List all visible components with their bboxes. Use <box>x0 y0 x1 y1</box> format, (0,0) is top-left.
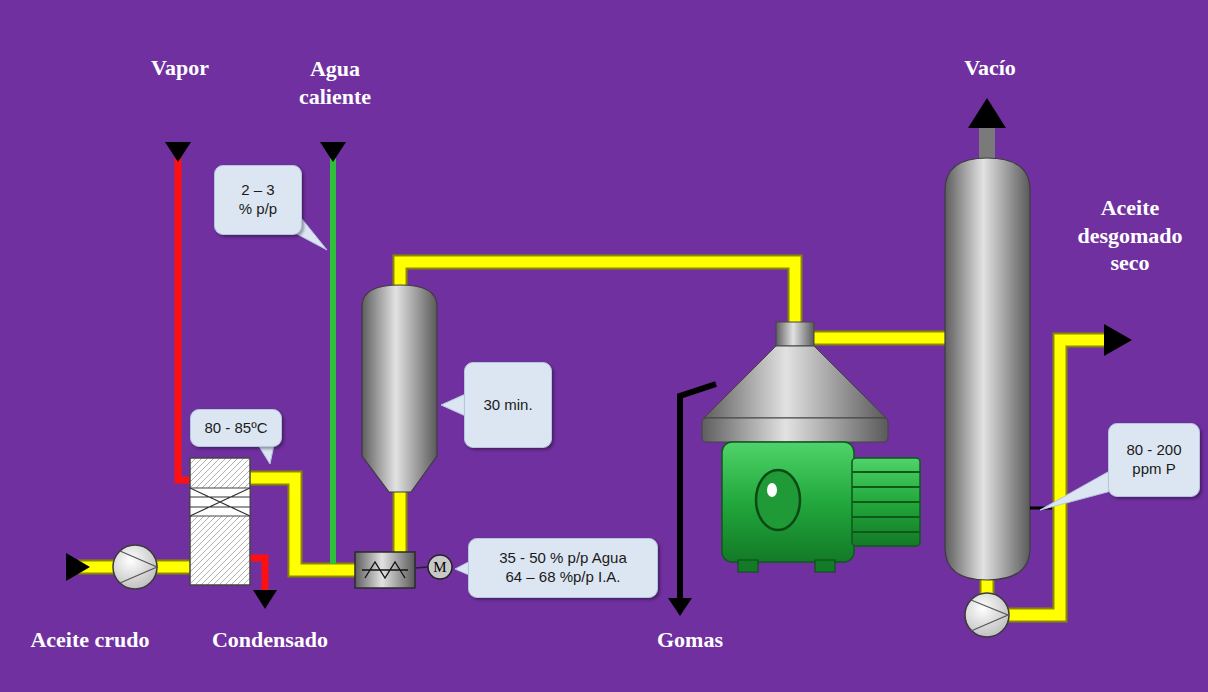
motor-symbol: M <box>427 554 453 580</box>
outlet-arrow <box>1104 324 1132 356</box>
water-arrow <box>320 142 346 162</box>
mixer-tank-pipe <box>395 485 406 552</box>
callout-text: 80 - 85ºC <box>195 419 277 438</box>
stream-label: Aceite desgomado seco <box>1068 194 1193 277</box>
condensate-arrow <box>253 590 277 609</box>
pipe-edge <box>812 331 950 346</box>
motor-window <box>756 470 800 530</box>
callout-text: 35 - 50 % p/p Agua <box>474 549 652 568</box>
motor-shaft <box>415 567 428 568</box>
pump-mark <box>971 600 1008 631</box>
motor-circle <box>428 555 452 579</box>
fin-lines <box>852 472 920 532</box>
pipe-edge <box>400 262 795 326</box>
callout-box: 2 – 3 % p/p <box>214 165 302 235</box>
callout-text: 80 - 200 ppm P <box>1119 441 1189 479</box>
inlet-arrow <box>66 553 90 581</box>
pump-symbol <box>113 545 157 589</box>
vacuum-arrow <box>968 98 1006 128</box>
callout-box: 35 - 50 % p/p Agua64 – 68 %p/p I.A. <box>468 538 658 598</box>
stream-label: Gomas <box>657 626 723 654</box>
static-mixer <box>355 552 415 588</box>
callout-box: 80 - 85ºC <box>190 409 282 447</box>
stream-label: Vacío <box>964 54 1016 82</box>
callout-text: 2 – 3 % p/p <box>235 181 281 219</box>
callout-text: 30 min. <box>472 396 544 415</box>
centrifuge-motor <box>722 442 854 562</box>
heat-exchanger <box>190 458 250 585</box>
exchanger-cross <box>190 488 250 516</box>
window-highlight <box>767 483 777 497</box>
callout-text: 64 – 68 %p/p I.A. <box>474 568 652 587</box>
motor-foot <box>738 560 758 572</box>
vacuum-dryer <box>945 158 1030 580</box>
stream-label: Vapor <box>151 54 209 82</box>
motor-foot <box>815 560 835 572</box>
mixer-symbol <box>362 562 408 578</box>
motor-letter: M <box>427 560 453 575</box>
callout-box: 80 - 200 ppm P <box>1108 423 1200 497</box>
centrifuge-dryer-pipe <box>812 333 950 344</box>
centrifuge-top <box>776 322 814 346</box>
stream-label: Aceite crudo <box>30 626 149 654</box>
stream-label: Condensado <box>212 626 328 654</box>
callout-box: 30 min. <box>464 362 552 448</box>
pump-mark <box>120 551 157 583</box>
stream-label: Agua caliente <box>285 55 385 110</box>
centrifuge-bowl <box>704 346 886 418</box>
tank-centrifuge-pipe <box>400 262 795 326</box>
centrifuge-base <box>702 418 888 442</box>
gums-arrow <box>668 598 692 616</box>
callout-tail <box>1040 468 1115 510</box>
retention-tank <box>362 285 437 492</box>
motor-fins <box>852 458 920 546</box>
pump-symbol <box>965 593 1009 637</box>
hot-water-line <box>330 158 336 564</box>
steam-arrow <box>165 142 191 162</box>
exchanger-band <box>190 488 250 516</box>
pipe-group <box>78 124 1106 615</box>
pipe-edge <box>393 485 408 552</box>
